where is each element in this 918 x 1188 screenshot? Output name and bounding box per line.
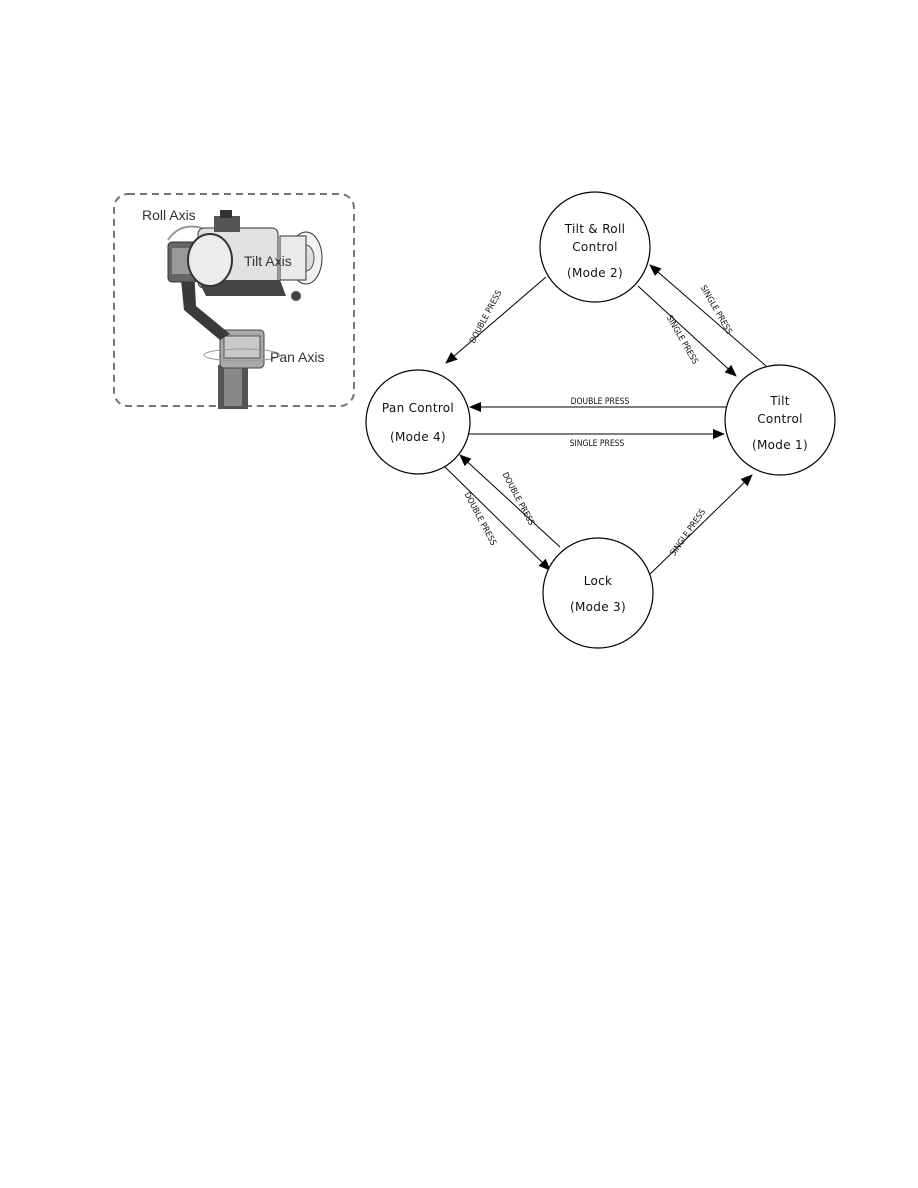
edge-label-mode1-to-mode2: SINGLE PRESS — [698, 284, 734, 337]
node-lock: Lock (Mode 3) — [542, 537, 654, 649]
node-tilt-control: Tilt Control (Mode 1) — [724, 364, 836, 476]
edge-label-mode1-to-mode4: DOUBLE PRESS — [571, 397, 630, 407]
node-tilt-roll-control: Tilt & Roll Control (Mode 2) — [539, 191, 651, 303]
gimbal-arm — [180, 268, 230, 340]
node-tilt-roll-line1: Tilt & Roll — [564, 222, 625, 236]
edge-label-mode4-to-mode1: SINGLE PRESS — [570, 439, 625, 449]
node-tilt-line2: Control — [757, 412, 802, 426]
edge-label-mode2-to-mode1: SINGLE PRESS — [664, 314, 700, 367]
edge-mode4-to-mode3 — [443, 465, 551, 571]
node-pan-control: Pan Control (Mode 4) — [365, 369, 471, 475]
camera-lens — [187, 233, 233, 287]
edge-label-mode3-to-mode1: SINGLE PRESS — [669, 507, 709, 558]
node-pan-mode: (Mode 4) — [390, 430, 446, 444]
edge-mode2-to-mode1 — [637, 285, 737, 377]
roll-axis-label: Roll Axis — [142, 207, 196, 223]
node-tilt-mode: (Mode 1) — [752, 438, 808, 452]
node-tilt-roll-mode: (Mode 2) — [567, 266, 623, 280]
node-tilt-roll-line2: Control — [572, 240, 617, 254]
tilt-axis-label: Tilt Axis — [244, 253, 292, 269]
node-pan-line1: Pan Control — [382, 401, 454, 415]
edge-mode3-to-mode1 — [646, 474, 753, 578]
roll-rotation-arc — [167, 225, 203, 241]
edge-label-mode3-to-mode4: DOUBLE PRESS — [500, 471, 536, 528]
mode-state-diagram: DOUBLE PRESS SINGLE PRESS SINGLE PRESS D… — [365, 191, 836, 649]
gimbal-axes-figure: Roll Axis Tilt Axis Pan Axis — [113, 193, 355, 409]
pan-axis-label: Pan Axis — [270, 349, 324, 365]
node-tilt-line1: Tilt — [769, 394, 790, 408]
node-lock-line1: Lock — [584, 574, 613, 588]
node-lock-mode: (Mode 3) — [570, 600, 626, 614]
pan-rotation-ring — [203, 348, 281, 362]
edge-mode3-to-mode4 — [459, 454, 561, 548]
edge-mode2-to-mode4 — [445, 276, 547, 364]
edge-mode1-to-mode2 — [649, 264, 767, 367]
edge-label-mode4-to-mode3: DOUBLE PRESS — [462, 491, 498, 548]
